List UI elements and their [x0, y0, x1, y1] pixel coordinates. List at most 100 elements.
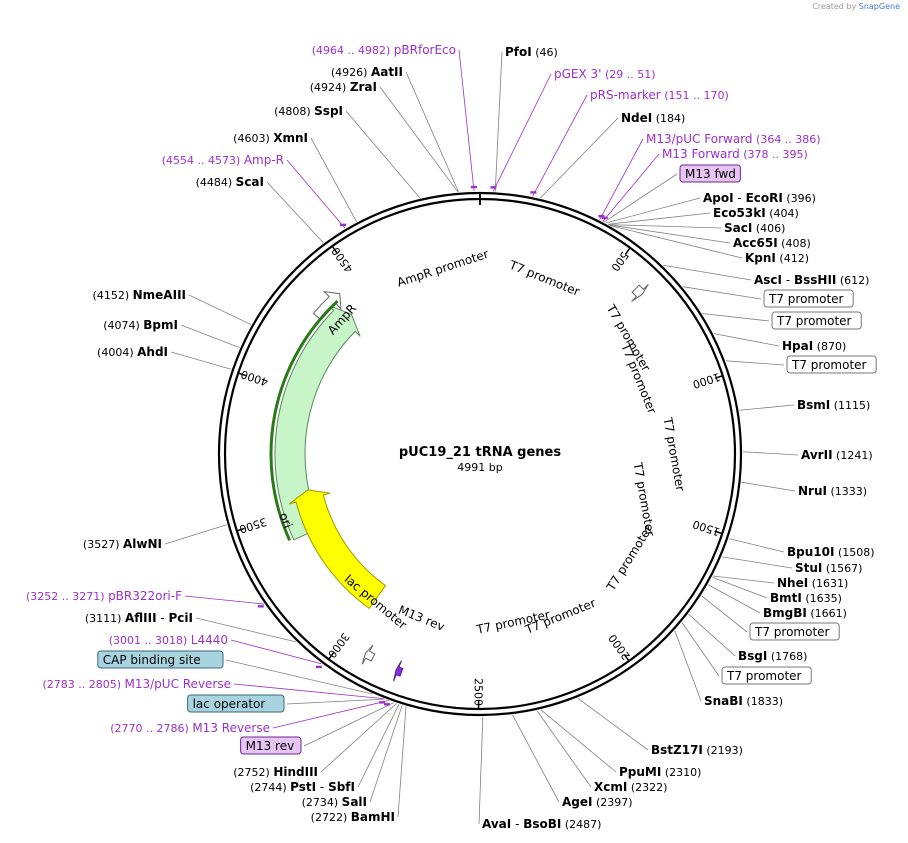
label-hpai[interactable]: HpaI (870) — [782, 339, 846, 353]
label-sali[interactable]: (2734) SalI — [302, 795, 367, 809]
label-cap-binding-site[interactable]: CAP binding site — [97, 650, 224, 669]
label-m13-rev[interactable]: M13 rev — [240, 736, 302, 755]
label-lac-operator[interactable]: lac operator — [187, 694, 285, 713]
label-zrai[interactable]: (4924) ZraI — [310, 80, 377, 94]
label-name: AatII — [371, 65, 403, 79]
feature-t7-promoter-arrow[interactable] — [631, 284, 649, 302]
label-aatii[interactable]: (4926) AatII — [331, 65, 403, 79]
label-t7-promoter[interactable]: T7 promoter — [721, 666, 812, 685]
label-xcmi[interactable]: XcmI (2322) — [594, 780, 667, 794]
label-pos: (412) — [776, 252, 809, 265]
label-xmni[interactable]: (4603) XmnI — [233, 131, 308, 145]
label-sspi[interactable]: (4808) SspI — [274, 104, 343, 118]
label-bamhi[interactable]: (2722) BamHI — [311, 810, 395, 824]
label-prs-marker[interactable]: pRS-marker (151 .. 170) — [590, 88, 729, 102]
label-text: (4074) BpmI — [103, 318, 178, 332]
label-saci[interactable]: SacI (406) — [724, 221, 785, 235]
label-pos: (1635) — [802, 592, 842, 605]
label-name: SacI — [724, 221, 752, 235]
label-pos: (3111) — [85, 612, 125, 625]
label-pos: (4152) — [93, 289, 133, 302]
label-agei[interactable]: AgeI (2397) — [562, 795, 633, 809]
label-t7-promoter[interactable]: T7 promoter — [763, 289, 854, 308]
label-stui[interactable]: StuI (1567) — [795, 561, 862, 575]
label-eco53ki[interactable]: Eco53kI (404) — [713, 206, 799, 220]
label-name: CAP binding site — [103, 653, 201, 667]
label-bpmi[interactable]: (4074) BpmI — [103, 318, 178, 332]
label-alwni[interactable]: (3527) AlwNI — [83, 537, 162, 551]
label-pbr322ori-f[interactable]: (3252 .. 3271) pBR322ori-F — [26, 589, 182, 603]
label-text: pRS-marker (151 .. 170) — [590, 88, 729, 102]
backbone-ring — [217, 191, 743, 717]
leader-alwni — [164, 524, 227, 545]
label-psti[interactable]: (2744) PstI - SbfI — [250, 780, 355, 794]
label-afliii[interactable]: (3111) AflIII - PciI — [85, 611, 193, 625]
label-name: M13/pUC Reverse — [125, 677, 232, 691]
leader-afliii — [195, 617, 297, 643]
label-bmgbi[interactable]: BmgBI (1661) — [763, 606, 847, 620]
label-name: T7 promoter — [726, 669, 802, 683]
label-m13-puc-reverse[interactable]: (2783 .. 2805) M13/pUC Reverse — [42, 677, 231, 691]
label-m13-reverse[interactable]: (2770 .. 2786) M13 Reverse — [110, 721, 270, 735]
label-bmti[interactable]: BmtI (1635) — [770, 591, 842, 605]
label-avai[interactable]: AvaI - BsoBI (2487) — [482, 817, 601, 831]
label-t7-promoter[interactable]: T7 promoter — [749, 622, 840, 641]
label-pgex-3[interactable]: pGEX 3' (29 .. 51) — [554, 67, 656, 81]
label-name: Amp-R — [244, 153, 284, 167]
label-m13-forward[interactable]: M13 Forward (378 .. 395) — [662, 147, 808, 161]
feature-ori-arrow[interactable] — [289, 489, 387, 610]
label-text: BmtI (1635) — [770, 591, 842, 605]
label-t7-promoter[interactable]: T7 promoter — [771, 311, 862, 330]
label-amp-r[interactable]: (4554 .. 4573) Amp-R — [162, 153, 284, 167]
feature-m13-rev-arrow[interactable] — [393, 660, 404, 682]
label-bsmi[interactable]: BsmI (1115) — [797, 398, 870, 412]
tick-label: 2500 — [472, 678, 485, 706]
label-text: PpuMI (2310) — [619, 765, 701, 779]
label-box — [97, 650, 224, 669]
label-nrui[interactable]: NruI (1333) — [798, 484, 867, 498]
label-nhei[interactable]: NheI (1631) — [777, 576, 848, 590]
label-kpni[interactable]: KpnI (412) — [745, 251, 809, 265]
leader-hpai — [713, 333, 780, 347]
leader-agei — [512, 714, 560, 803]
label-apoi[interactable]: ApoI - EcoRI (396) — [703, 191, 816, 205]
label-name: XcmI — [594, 780, 627, 794]
label-ppumi[interactable]: PpuMI (2310) — [619, 765, 701, 779]
label-pos: (2487) — [561, 818, 601, 831]
label-bstz17i[interactable]: BstZ17I (2193) — [651, 743, 743, 757]
label-name: M13/pUC Forward — [646, 132, 753, 146]
label-text: (3111) AflIII - PciI — [85, 611, 193, 625]
leader-ndei — [540, 117, 619, 199]
label-name: StuI — [795, 561, 822, 575]
leader-apoi — [605, 197, 701, 224]
leader-m13-rev — [303, 702, 395, 747]
label-bsgi[interactable]: BsgI (1768) — [738, 649, 807, 663]
label-nmeaiii[interactable]: (4152) NmeAIII — [93, 288, 186, 302]
label-pos: (4808) — [274, 105, 314, 118]
label-ndei[interactable]: NdeI (184) — [621, 111, 685, 125]
label-ahdi[interactable]: (4004) AhdI — [97, 345, 168, 359]
label-text: PfoI (46) — [505, 45, 558, 59]
label-name: AgeI — [562, 795, 592, 809]
label-l4440[interactable]: (3001 .. 3018) L4440 — [109, 633, 228, 647]
label-t7-promoter[interactable]: T7 promoter — [786, 355, 877, 374]
label-name: lac operator — [193, 697, 266, 711]
label-asci[interactable]: AscI - BssHII (612) — [754, 273, 869, 287]
label-name: BpmI — [143, 318, 178, 332]
label-bpu10i[interactable]: Bpu10I (1508) — [787, 545, 875, 559]
label-snabi[interactable]: SnaBI (1833) — [704, 694, 783, 708]
feature-ampr-arrow[interactable] — [274, 304, 361, 541]
label-pos: (870) — [813, 340, 846, 353]
label-name: HpaI — [782, 339, 813, 353]
label-text: XcmI (2322) — [594, 780, 667, 794]
label-m13-fwd[interactable]: M13 fwd — [679, 164, 741, 183]
label-acc65i[interactable]: Acc65I (408) — [733, 236, 811, 250]
label-avrii[interactable]: AvrII (1241) — [801, 448, 873, 462]
label-hindiii[interactable]: (2752) HindIII — [233, 765, 318, 779]
label-m13-puc-forward[interactable]: M13/pUC Forward (364 .. 386) — [646, 132, 821, 146]
label-text: (4926) AatII — [331, 65, 403, 79]
label-scai[interactable]: (4484) ScaI — [196, 175, 264, 189]
label-pfoi[interactable]: PfoI (46) — [505, 45, 558, 59]
label-pbrforeco[interactable]: (4964 .. 4982) pBRforEco — [312, 43, 456, 57]
feature-lac-promoter-arrow[interactable] — [361, 644, 376, 665]
